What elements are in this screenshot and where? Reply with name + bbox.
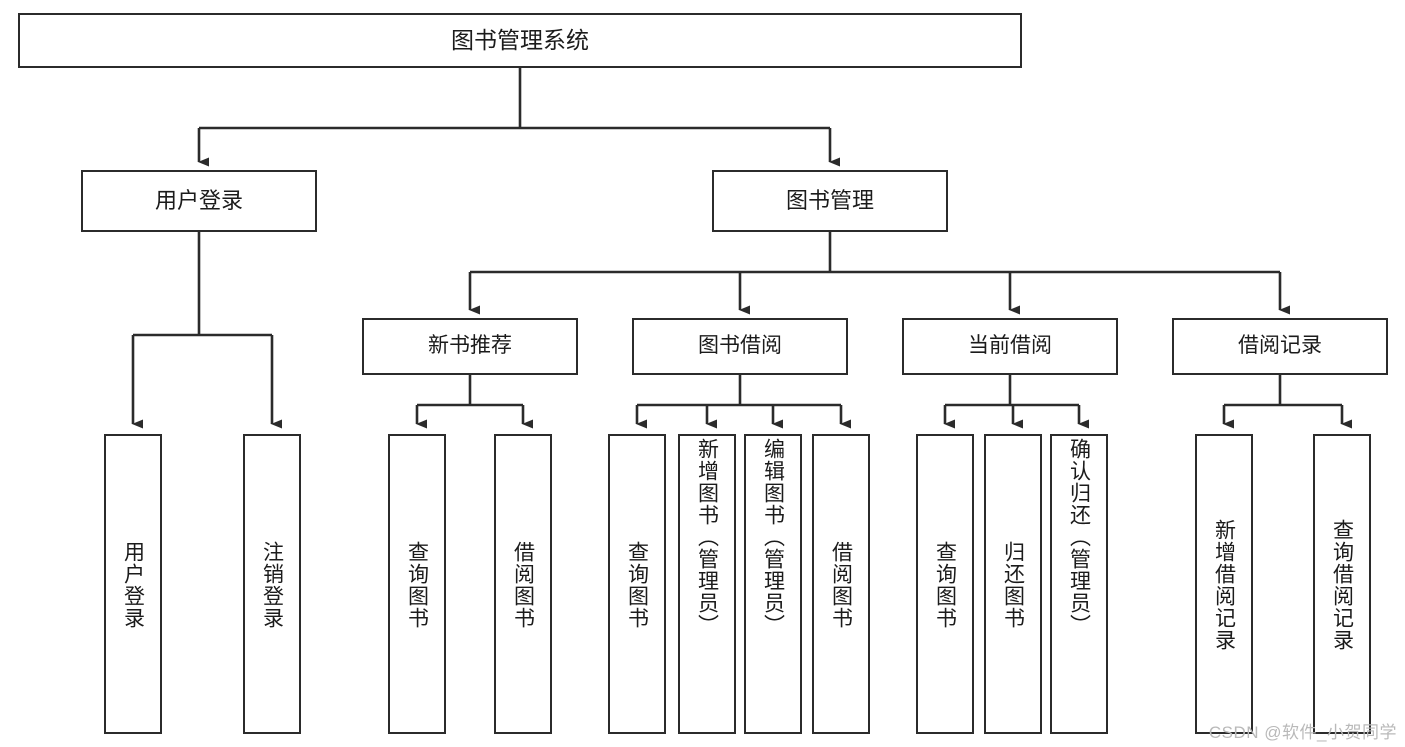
leaf-current-borrow-return-book[interactable]: 归还图书 (984, 434, 1042, 734)
node-root-book-management-system[interactable]: 图书管理系统 (18, 13, 1022, 68)
node-label: 查询借阅记录 (1330, 519, 1354, 651)
leaf-user-login-logout[interactable]: 注销登录 (243, 434, 301, 734)
leaf-current-borrow-query-book[interactable]: 查询图书 (916, 434, 974, 734)
node-borrow-record[interactable]: 借阅记录 (1172, 318, 1388, 375)
connectors-new-book (415, 375, 533, 429)
leaf-borrow-record-query-record[interactable]: 查询借阅记录 (1313, 434, 1371, 734)
node-label: 借阅图书 (511, 541, 535, 629)
leaf-new-book-query-book[interactable]: 查询图书 (388, 434, 446, 734)
node-label: 编辑图书（管理员） (761, 438, 785, 636)
node-label: 查询图书 (405, 541, 429, 629)
node-label: 借阅记录 (1238, 334, 1322, 358)
node-label: 当前借阅 (968, 334, 1052, 358)
leaf-user-login-login[interactable]: 用户登录 (104, 434, 162, 734)
node-label: 新增借阅记录 (1212, 519, 1236, 651)
node-label: 图书管理 (785, 188, 874, 214)
connectors-current-borrow (943, 375, 1089, 429)
leaf-book-borrow-edit-book-admin[interactable]: 编辑图书（管理员） (744, 434, 802, 734)
node-new-book-recommend[interactable]: 新书推荐 (362, 318, 578, 375)
node-current-borrow[interactable]: 当前借阅 (902, 318, 1118, 375)
node-label: 新增图书（管理员） (695, 438, 719, 636)
connectors-book-manage (468, 232, 1290, 315)
node-label: 归还图书 (1001, 541, 1025, 629)
node-label: 借阅图书 (829, 541, 853, 629)
node-book-borrow[interactable]: 图书借阅 (632, 318, 848, 375)
leaf-borrow-record-add-record[interactable]: 新增借阅记录 (1195, 434, 1253, 734)
leaf-book-borrow-add-book-admin[interactable]: 新增图书（管理员） (678, 434, 736, 734)
node-label: 确认归还（管理员） (1067, 438, 1091, 636)
node-book-management[interactable]: 图书管理 (712, 170, 948, 232)
connectors-root (197, 68, 840, 167)
node-label: 用户登录 (154, 188, 243, 214)
leaf-book-borrow-borrow-book[interactable]: 借阅图书 (812, 434, 870, 734)
node-label: 图书借阅 (698, 334, 782, 358)
node-user-login[interactable]: 用户登录 (81, 170, 317, 232)
node-label: 查询图书 (625, 541, 649, 629)
connectors-borrow-record (1222, 375, 1352, 429)
leaf-new-book-borrow-book[interactable]: 借阅图书 (494, 434, 552, 734)
node-label: 新书推荐 (428, 334, 512, 358)
node-label: 注销登录 (260, 541, 284, 629)
leaf-book-borrow-query-book[interactable]: 查询图书 (608, 434, 666, 734)
node-label: 查询图书 (933, 541, 957, 629)
node-label: 图书管理系统 (451, 26, 589, 53)
connectors-book-borrow (635, 375, 851, 429)
leaf-current-borrow-confirm-return-admin[interactable]: 确认归还（管理员） (1050, 434, 1108, 734)
connectors-user-login (131, 232, 282, 429)
node-label: 用户登录 (121, 541, 145, 629)
